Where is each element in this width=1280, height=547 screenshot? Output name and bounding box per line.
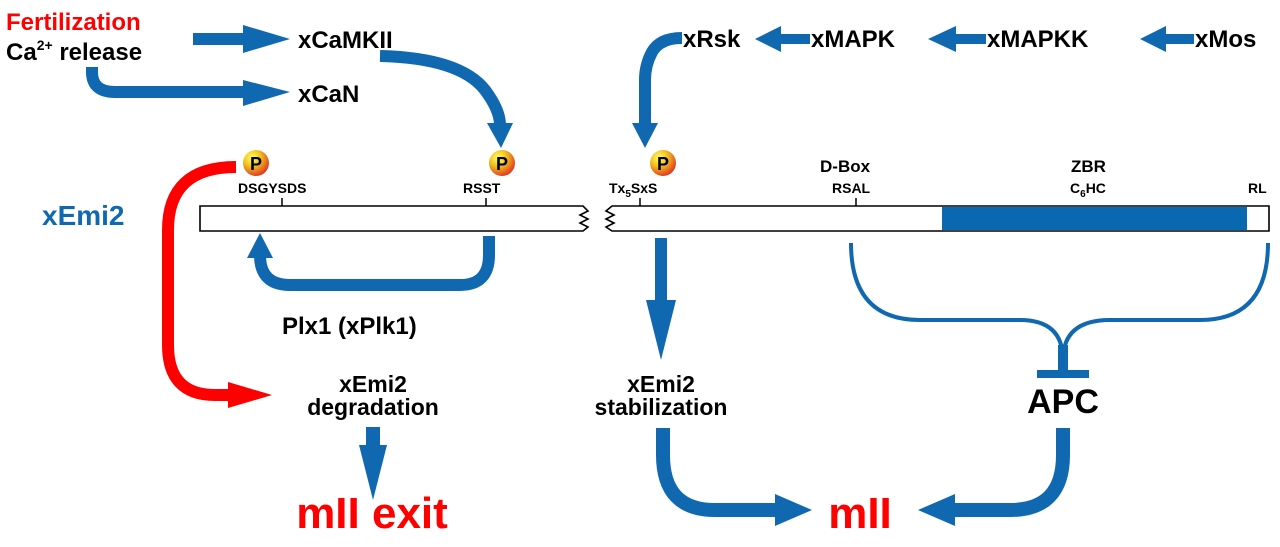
zbr-title: ZBR (1071, 157, 1106, 176)
phospho-label: P (250, 154, 262, 174)
zbr-domain (942, 207, 1247, 230)
protein-bar-n-terminal (199, 205, 590, 232)
apc-label: APC (1027, 383, 1099, 421)
mapkk-label: xMAPKK (987, 26, 1089, 53)
site-tx5sxs: Tx5SxS (609, 180, 657, 200)
arrow-phospho-to-degradation (162, 161, 272, 408)
phospho-rsst: P (489, 150, 515, 176)
mii-exit-label: mII exit (296, 489, 448, 538)
arrow-mapk-to-rsk (755, 26, 810, 52)
mii-label: mII (828, 489, 892, 538)
inhibition-brace-to-apc (849, 242, 1270, 378)
xemi2-protein-label: xEmi2 (42, 200, 125, 231)
mapk-label: xMAPK (811, 26, 896, 53)
arrow-stabilization-to-mii (656, 428, 812, 526)
mos-label: xMos (1195, 26, 1256, 53)
arrow-to-stabilization (646, 238, 676, 360)
camkii-label: xCaMKII (298, 27, 393, 54)
arrow-ca-to-can (86, 67, 290, 106)
fertilization-label: Fertilization (6, 9, 141, 36)
dbox-sequence: RSAL (832, 180, 871, 196)
arrow-degradation-to-mii-exit (359, 427, 387, 500)
arrow-plx1-loop (247, 233, 495, 291)
protein-bar-c-terminal (604, 205, 1270, 232)
calcium-charge: 2+ (37, 37, 53, 53)
phospho-tx5sxs: P (650, 150, 676, 176)
phospho-label: P (496, 154, 508, 174)
rsk-label: xRsk (683, 26, 741, 53)
can-label: xCaN (298, 81, 359, 108)
calcium-release-label: Ca2+ release (6, 37, 142, 66)
zbr-base: C (1070, 180, 1080, 196)
stabilization-line2: stabilization (595, 394, 728, 420)
degradation-line2: degradation (307, 394, 439, 420)
arrow-camkii-to-rsst (379, 50, 513, 148)
site-rsst: RSST (463, 180, 501, 196)
phospho-label: P (657, 154, 669, 174)
tx5sxs-sub: 5 (625, 189, 631, 200)
stabilization-line1: xEmi2 (627, 371, 695, 397)
tx5sxs-rest: SxS (631, 180, 657, 196)
degradation-line1: xEmi2 (339, 371, 407, 397)
zbr-motif: C6HC (1070, 180, 1106, 200)
arrow-ca-to-camkii (193, 25, 290, 53)
zbr-sub: 6 (1080, 189, 1086, 200)
plx1-label: Plx1 (xPlk1) (282, 313, 417, 340)
phospho-dsgysds: P (243, 150, 269, 176)
inhibition-bar (1037, 370, 1089, 378)
calcium-symbol: Ca (6, 39, 37, 66)
release-text: release (53, 39, 142, 66)
site-dsgysds: DSGYSDS (238, 180, 306, 196)
tx5sxs-base: Tx (609, 180, 626, 196)
dbox-title: D-Box (820, 157, 871, 176)
arrow-rsk-to-tx5sxs (632, 32, 683, 148)
arrow-apc-to-mii (918, 428, 1070, 526)
arrow-mapkk-to-mapk (928, 26, 986, 52)
zbr-rest: HC (1086, 180, 1106, 196)
arrow-mos-to-mapkk (1140, 26, 1194, 52)
site-rl: RL (1248, 180, 1267, 196)
